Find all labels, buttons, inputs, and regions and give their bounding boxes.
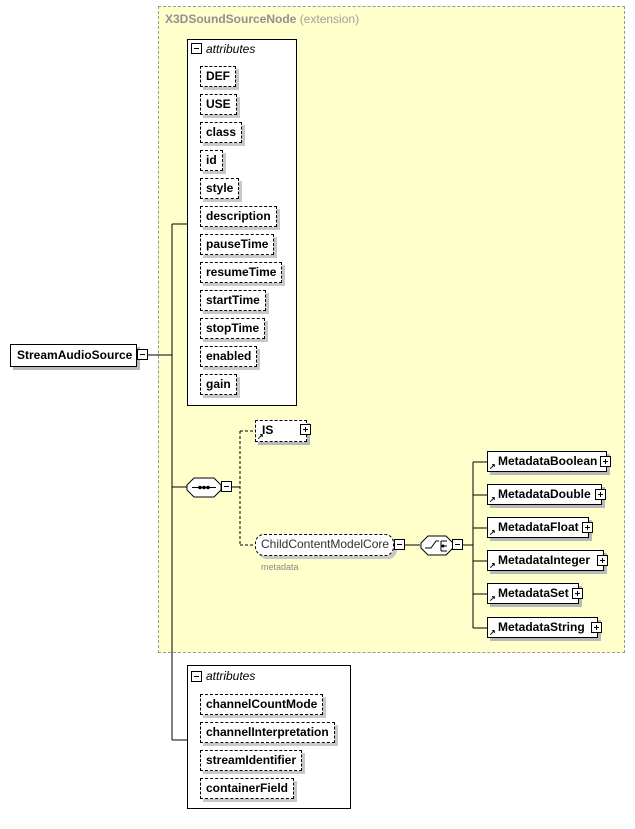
element-metadata-double[interactable]: ↗ MetadataDouble	[487, 484, 602, 505]
own-attributes-collapse-toggle[interactable]	[191, 671, 202, 682]
reference-arrow-icon: ↗	[489, 628, 496, 637]
attribute-gain[interactable]: gain	[200, 374, 237, 395]
element-metadata-double-label: MetadataDouble	[498, 487, 591, 501]
attribute-channel-interpretation[interactable]: channelInterpretation	[200, 722, 335, 743]
reference-arrow-icon: ↗	[489, 462, 496, 471]
attribute-description[interactable]: description	[200, 206, 277, 227]
element-metadata-set[interactable]: ↗ MetadataSet	[487, 583, 579, 604]
attribute-pause-time[interactable]: pauseTime	[200, 234, 275, 255]
root-collapse-toggle[interactable]	[137, 349, 148, 360]
extension-title: X3DSoundSourceNode (extension)	[165, 12, 359, 26]
attribute-container-field[interactable]: containerField	[200, 778, 295, 799]
sequence-compositor[interactable]	[186, 477, 222, 498]
choice-compositor[interactable]	[420, 535, 454, 556]
attribute-def[interactable]: DEF	[200, 66, 236, 87]
reference-arrow-icon: ↗	[489, 528, 496, 537]
attribute-id[interactable]: id	[200, 150, 223, 171]
element-metadata-float[interactable]: ↗ MetadataFloat	[487, 517, 589, 538]
is-expand-toggle[interactable]	[300, 424, 311, 435]
reference-arrow-icon: ↗	[489, 594, 496, 603]
metadata-float-expand-toggle[interactable]	[582, 522, 593, 533]
root-element-stream-audio-source[interactable]: StreamAudioSource	[10, 344, 137, 367]
extension-title-suffix: (extension)	[299, 12, 360, 26]
inherited-attributes-collapse-toggle[interactable]	[191, 43, 202, 54]
extension-title-name: X3DSoundSourceNode	[165, 12, 297, 26]
own-attributes-label: attributes	[206, 669, 256, 683]
metadata-string-expand-toggle[interactable]	[591, 622, 602, 633]
reference-arrow-icon: ↗	[257, 432, 264, 441]
element-metadata-integer[interactable]: ↗ MetadataInteger	[487, 550, 604, 571]
element-is-label: IS	[262, 423, 274, 437]
element-metadata-boolean[interactable]: ↗ MetadataBoolean	[487, 451, 607, 472]
reference-arrow-icon: ↗	[489, 495, 496, 504]
attribute-use[interactable]: USE	[200, 94, 237, 115]
choice-collapse-toggle[interactable]	[452, 539, 463, 550]
metadata-double-expand-toggle[interactable]	[595, 489, 606, 500]
group-collapse-toggle[interactable]	[394, 539, 405, 550]
attribute-stop-time[interactable]: stopTime	[200, 318, 266, 339]
metadata-boolean-expand-toggle[interactable]	[600, 456, 611, 467]
group-child-content-model-core[interactable]: ChildContentModelCore	[255, 534, 394, 556]
attribute-style[interactable]: style	[200, 178, 240, 199]
attribute-enabled[interactable]: enabled	[200, 346, 258, 367]
reference-arrow-icon: ↗	[489, 561, 496, 570]
metadata-integer-expand-toggle[interactable]	[597, 555, 608, 566]
attribute-channel-count-mode[interactable]: channelCountMode	[200, 694, 324, 715]
group-note-metadata: metadata	[261, 562, 299, 572]
attribute-class[interactable]: class	[200, 122, 243, 143]
group-child-content-model-core-label: ChildContentModelCore	[261, 537, 390, 551]
element-metadata-float-label: MetadataFloat	[498, 520, 579, 534]
element-metadata-boolean-label: MetadataBoolean	[498, 454, 598, 468]
element-metadata-set-label: MetadataSet	[498, 586, 569, 600]
attribute-stream-identifier[interactable]: streamIdentifier	[200, 750, 303, 771]
element-metadata-string-label: MetadataString	[498, 620, 585, 634]
attribute-start-time[interactable]: startTime	[200, 290, 266, 311]
metadata-set-expand-toggle[interactable]	[572, 588, 583, 599]
root-element-label: StreamAudioSource	[17, 348, 133, 362]
sequence-collapse-toggle[interactable]	[221, 481, 232, 492]
inherited-attributes-label: attributes	[206, 42, 256, 56]
element-metadata-integer-label: MetadataInteger	[498, 553, 591, 567]
attribute-resume-time[interactable]: resumeTime	[200, 262, 283, 283]
element-metadata-string[interactable]: ↗ MetadataString	[487, 617, 598, 638]
